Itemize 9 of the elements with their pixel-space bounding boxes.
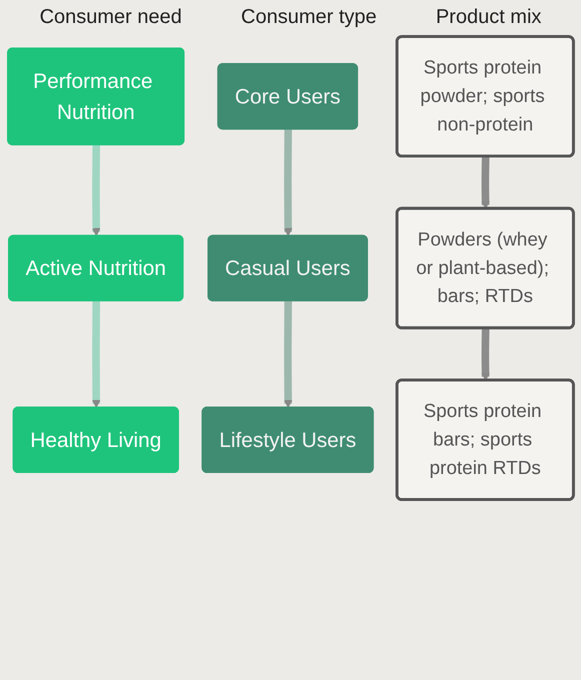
arrow <box>481 156 490 210</box>
arrow <box>481 328 490 381</box>
column-heading: Consumer need <box>40 6 182 29</box>
arrow <box>92 301 100 408</box>
column-heading: Product mix <box>436 6 542 29</box>
arrow <box>92 145 100 236</box>
arrow <box>284 130 292 236</box>
arrow <box>284 301 292 408</box>
column-heading: Consumer type <box>241 6 377 29</box>
